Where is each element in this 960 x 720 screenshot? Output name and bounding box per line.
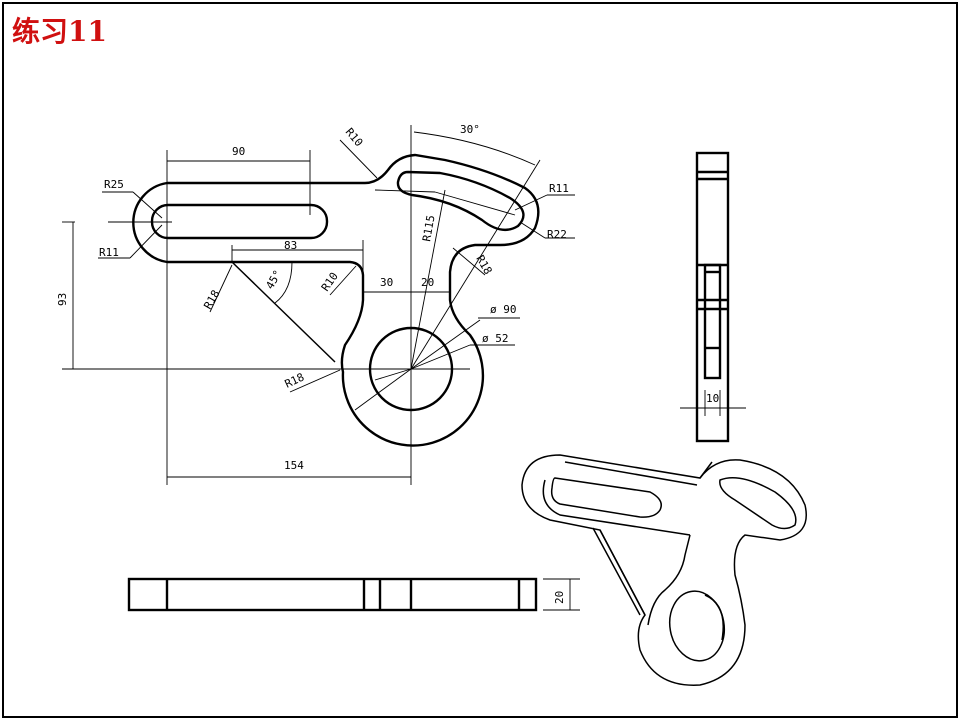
outer-profile [132,153,540,447]
dim-20: 20 [421,276,434,289]
isometric-view [521,454,807,686]
arm-slot [396,170,525,232]
dim-r22: R22 [547,228,567,241]
side-view [680,151,746,443]
dim-30-deg: 30° [460,123,480,136]
tangent-45-line [231,261,336,363]
dim-r18-arm: R18 [473,253,494,277]
dim-thickness-10: 10 [706,392,719,405]
dim-dia52: ø 52 [482,332,509,345]
dim-r115: R115 [420,214,437,242]
dim-r10-upper: R10 [343,126,366,150]
bottom-view [127,577,580,612]
dim-r11-right: R11 [549,182,569,195]
dim-r11-left: R11 [99,246,119,259]
dim-45: 45° [263,268,284,292]
dim-dia90: ø 90 [490,303,517,316]
dim-height-20: 20 [553,591,566,604]
front-view [62,125,575,485]
left-slot [150,203,329,240]
dim-30: 30 [380,276,393,289]
dim-154: 154 [284,459,304,472]
dim-93: 93 [56,293,69,306]
dim-83: 83 [284,239,297,252]
dim-r10-lower: R10 [319,270,341,294]
exercise-title: 练习11 [12,15,107,48]
dim-r25: R25 [104,178,124,191]
dim-90: 90 [232,145,245,158]
dim-r18-bottom: R18 [283,371,307,391]
